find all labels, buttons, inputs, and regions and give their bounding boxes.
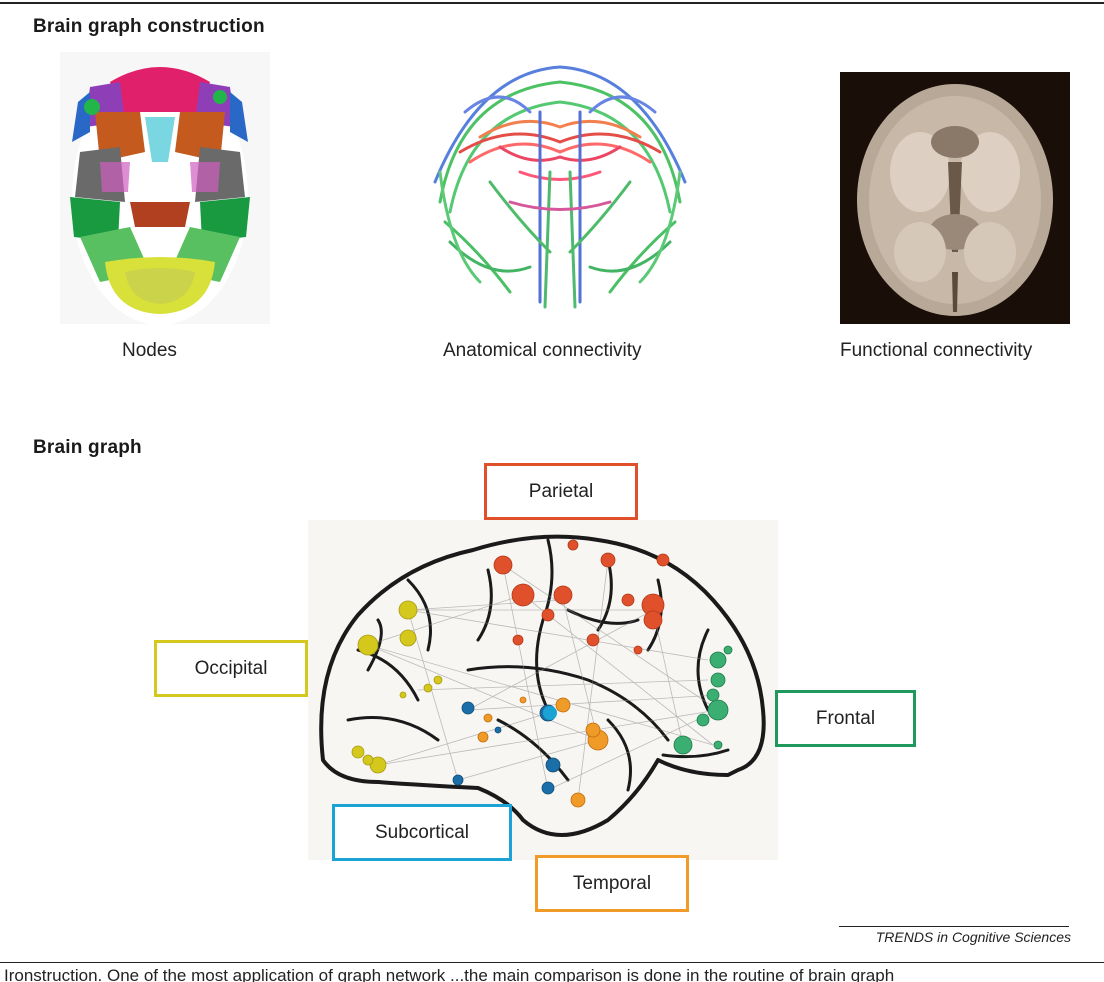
anatomical-caption: Anatomical connectivity bbox=[443, 340, 642, 361]
credit-rule bbox=[839, 926, 1069, 927]
section-title-construction: Brain graph construction bbox=[33, 16, 265, 37]
temporal-nodes bbox=[477, 696, 609, 808]
parietal-label: Parietal bbox=[528, 480, 594, 502]
top-rule bbox=[0, 2, 1104, 4]
occipital-label-box: Occipital bbox=[154, 640, 308, 697]
brain-graph-illustration bbox=[308, 520, 778, 860]
occipital-label: Occipital bbox=[194, 657, 268, 679]
journal-credit: TRENDS in Cognitive Sciences bbox=[875, 929, 1071, 945]
frontal-label-box: Frontal bbox=[775, 690, 916, 747]
parietal-nodes bbox=[493, 539, 670, 655]
nodes-atlas-image bbox=[60, 52, 270, 324]
frontal-label: Frontal bbox=[815, 707, 876, 729]
cut-off-caption-text: Ironstruction. One of the most applicati… bbox=[4, 966, 895, 982]
temporal-label-box: Temporal bbox=[535, 855, 689, 912]
functional-caption: Functional connectivity bbox=[840, 340, 1033, 361]
section-title-graph: Brain graph bbox=[33, 437, 142, 458]
nodes-caption: Nodes bbox=[122, 340, 177, 361]
anatomical-tractography-image bbox=[420, 52, 700, 324]
subcortical-highlight-node bbox=[543, 706, 557, 720]
temporal-label: Temporal bbox=[572, 872, 652, 894]
functional-fmri-image bbox=[840, 72, 1070, 324]
parietal-label-box: Parietal bbox=[484, 463, 638, 520]
frontal-nodes bbox=[673, 645, 733, 755]
bottom-rule bbox=[0, 962, 1104, 963]
occipital-nodes bbox=[351, 600, 443, 774]
subcortical-label: Subcortical bbox=[375, 821, 469, 843]
brain-outline bbox=[319, 534, 766, 837]
connection-edges bbox=[367, 559, 719, 801]
subcortical-label-box: Subcortical bbox=[332, 804, 512, 861]
